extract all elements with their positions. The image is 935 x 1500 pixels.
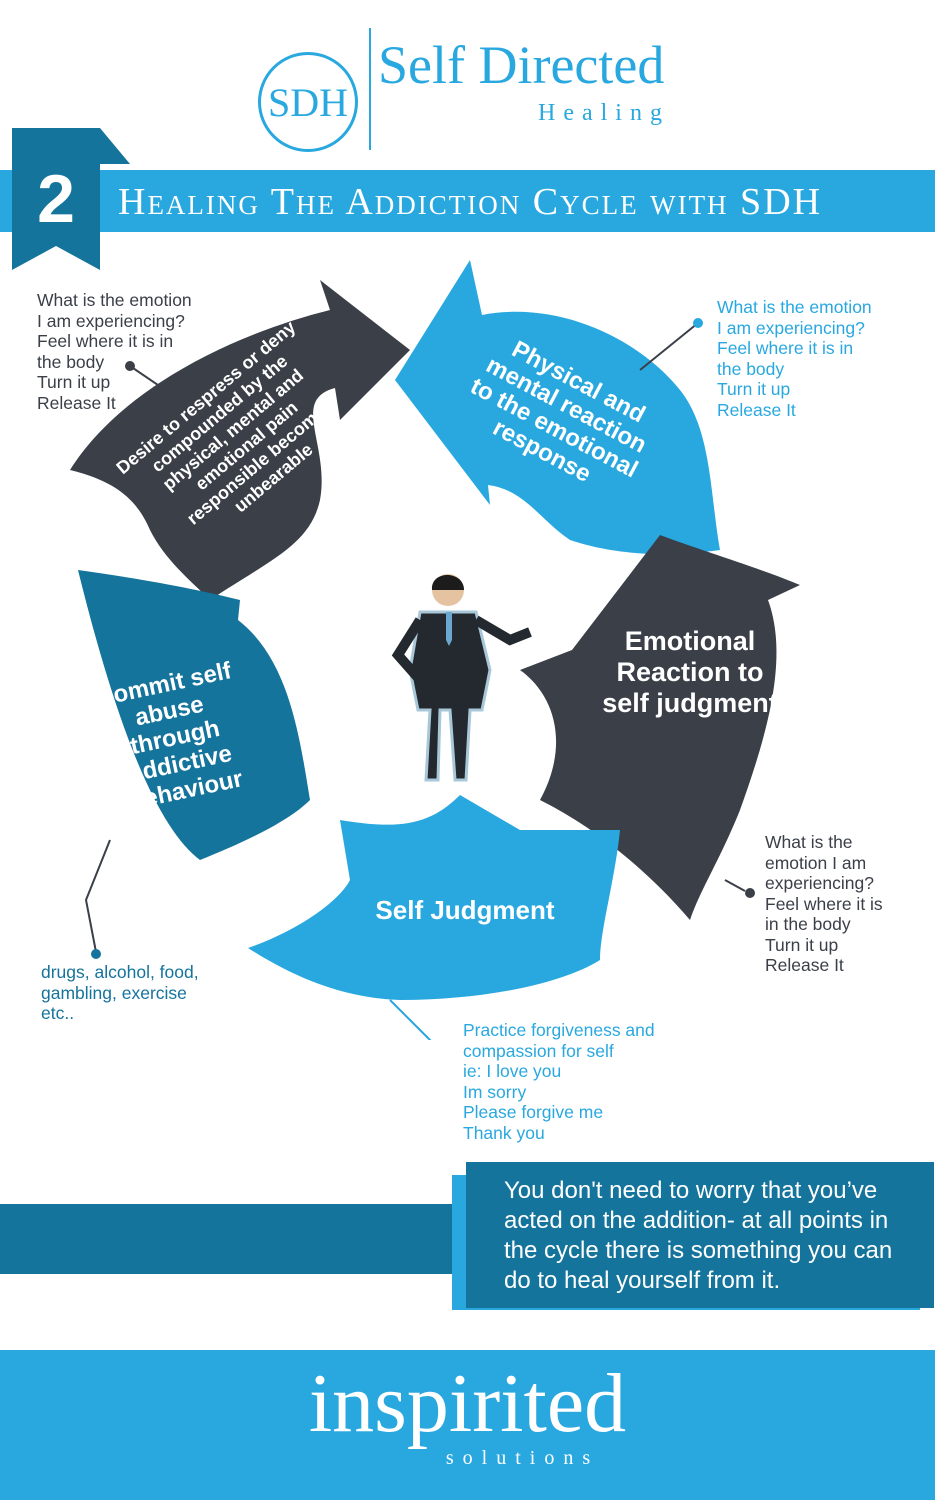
arrow-label-self-judgment: Self Judgment [375,895,555,925]
arrow-right [520,535,800,920]
step-title: Healing The Addiction Cycle with SDH [118,181,823,223]
footer-brand: inspirited [308,1357,627,1450]
note-bottom: Practice forgiveness and compassion for … [463,1020,655,1143]
footer-subtitle: solutions [445,1447,600,1469]
message-box [466,1162,934,1308]
arrow-left [78,570,310,860]
message-text: You don't need to worry that you’ve acte… [504,1177,893,1294]
logo-divider [369,28,371,150]
step-number: 2 [37,161,75,237]
sdh-logo-mark: SDH [258,52,358,152]
logo-mark-text: SDH [267,79,349,125]
arrow-top-right [395,260,720,555]
step-title-band [0,170,935,232]
logo-subtitle: Healing [538,100,670,126]
logo-title: Self Directed [378,35,665,95]
arrow-bottom [248,795,620,1000]
arrow-top-left [70,280,410,600]
step-ribbon [12,128,130,270]
businessman-figure [391,574,532,782]
footer [0,1350,935,1500]
cycle-diagram [70,260,800,1040]
note-left: drugs, alcohol, food, gambling, exercise… [41,962,199,1023]
arrow-label-emotional: Emotional Reaction to self judgment [602,626,778,718]
note-top-right: What is the emotion I am experiencing? F… [717,297,872,420]
message-band [0,1204,480,1274]
note-top-left: What is the emotion I am experiencing? F… [37,290,192,413]
note-right: What is the emotion I am experiencing? F… [765,832,883,975]
